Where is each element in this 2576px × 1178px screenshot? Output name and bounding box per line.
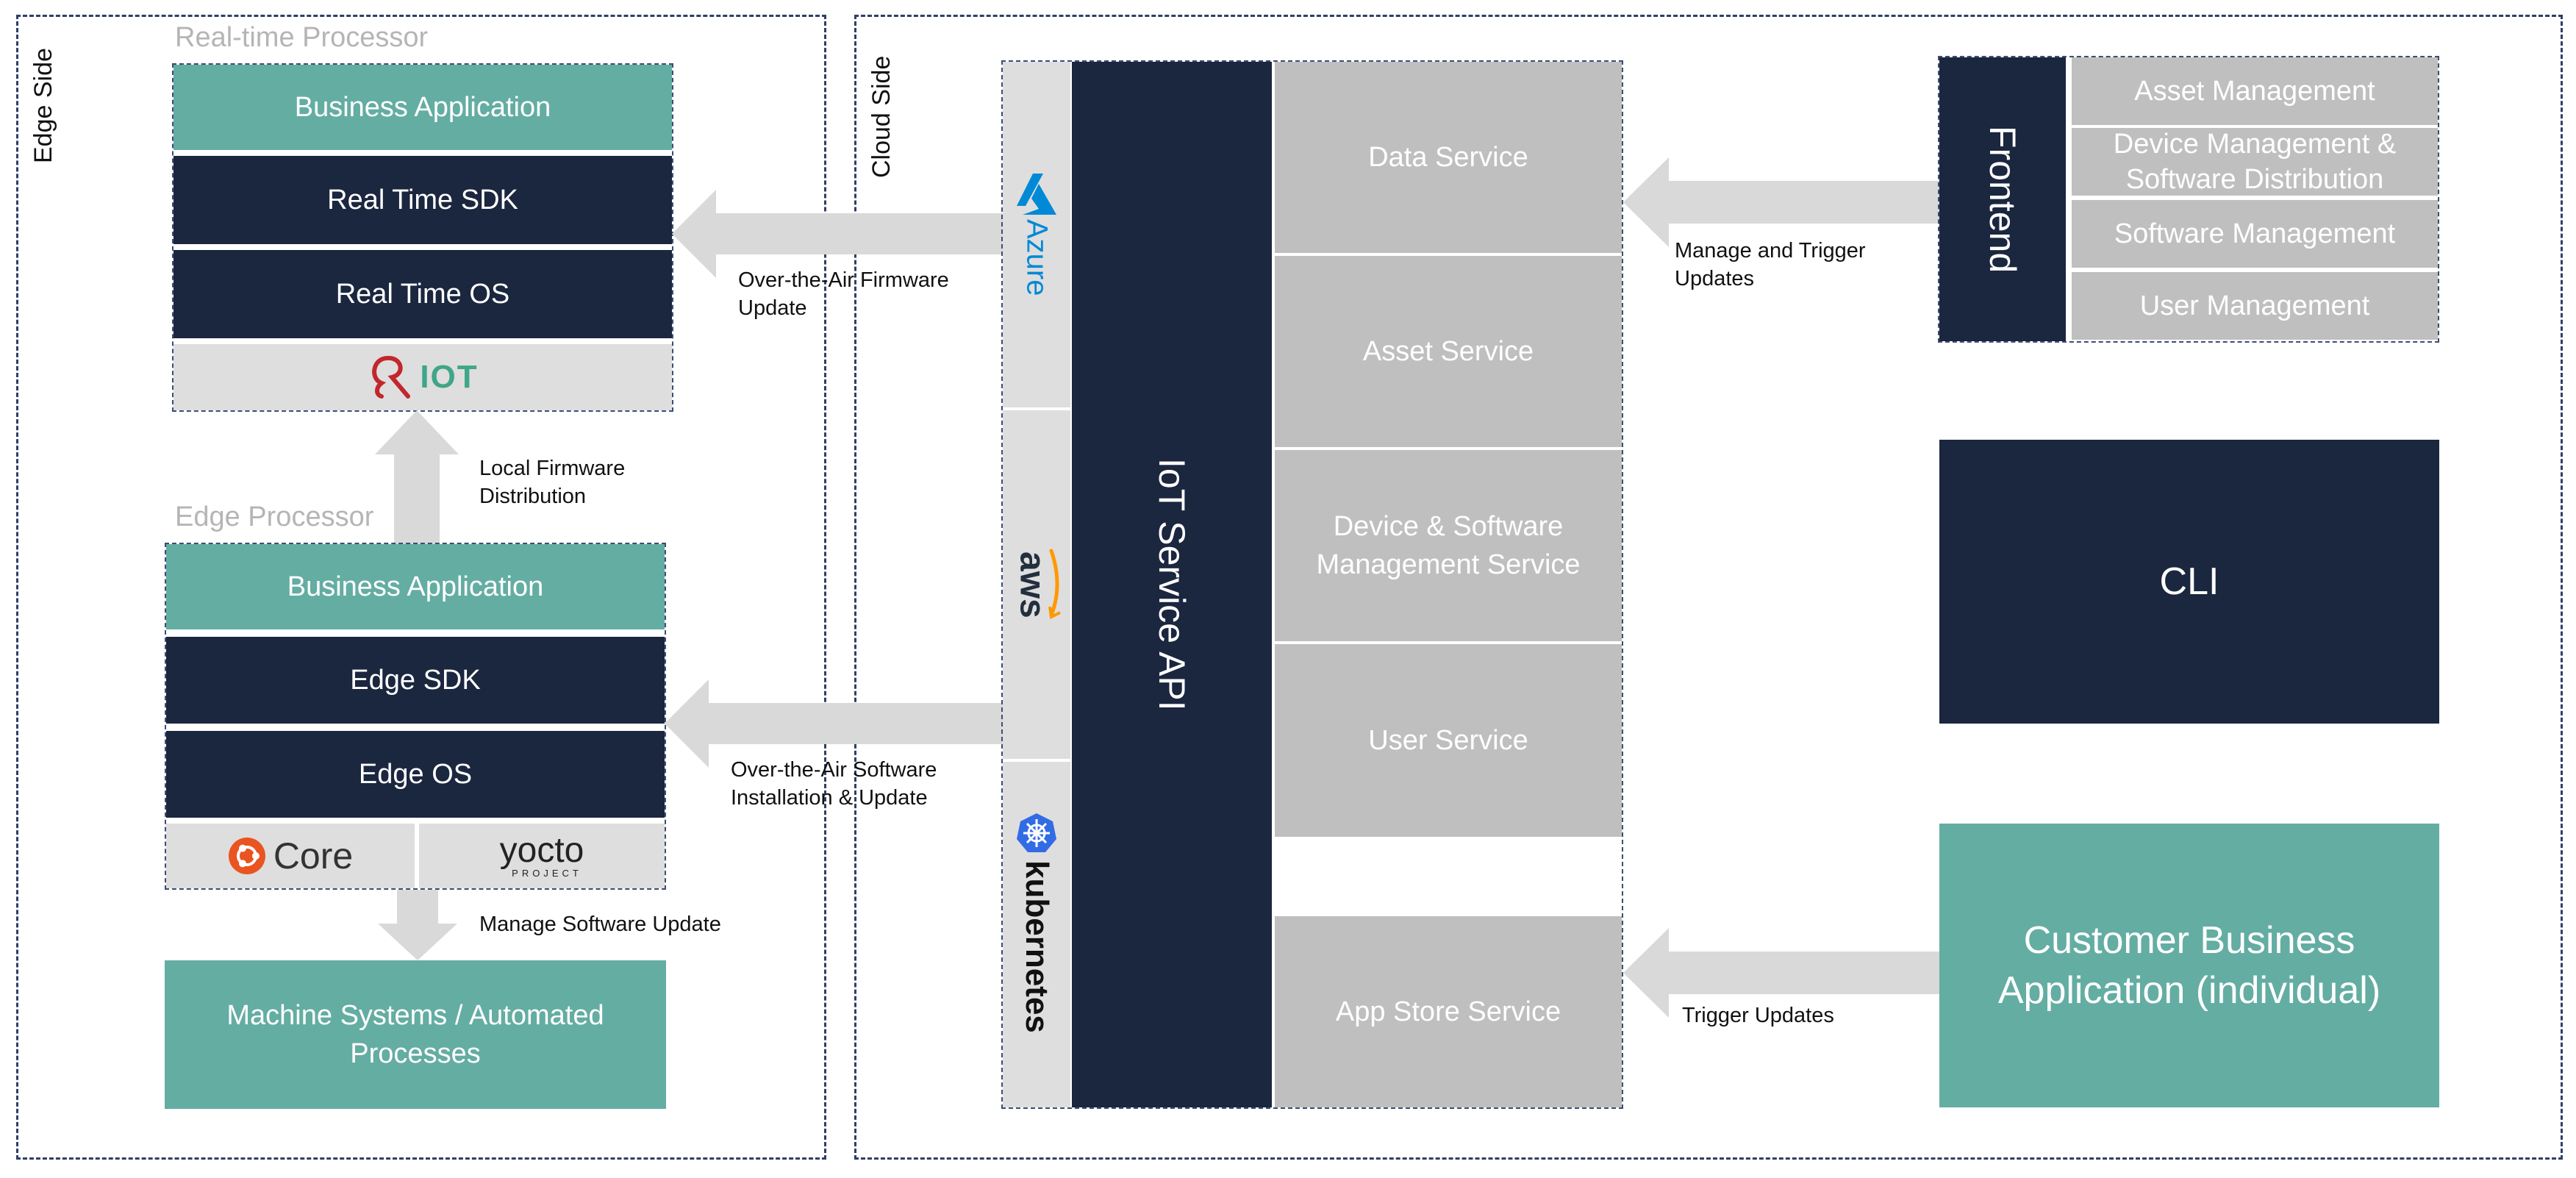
manage-trigger-label: Manage and Trigger Updates [1675, 239, 1866, 290]
yocto-project-logo: yocto PROJECT [419, 824, 665, 888]
realtime-processor-box [172, 63, 673, 412]
customer-business-application: Customer Business Application (individua… [1939, 824, 2439, 1107]
edge-processor-title: Edge Processor [175, 501, 374, 532]
asset-service: Asset Service [1275, 256, 1622, 447]
realtime-business-application: Business Application [173, 65, 672, 150]
cloud-stack-box [1001, 60, 1623, 1109]
yocto-logo-text: yocto [499, 830, 584, 870]
ubuntu-icon [228, 838, 265, 874]
cloud-side-region [854, 15, 2563, 1160]
aws-smile-icon [1048, 549, 1061, 620]
riot-logo-area: IOT [173, 344, 672, 410]
device-software-management-service: Device & Software Management Service [1275, 450, 1622, 641]
ota-software-label: Over-the-Air Software Installation & Upd… [731, 758, 937, 810]
frontend-title-block: Frontend [1939, 57, 2066, 341]
edge-os: Edge OS [166, 731, 665, 818]
trigger-updates-arrow [1623, 928, 1941, 1018]
aws-logo-text: aws [1012, 551, 1052, 618]
frontend-asset-management: Asset Management [2072, 57, 2438, 125]
kubernetes-platform-cell: kubernetes [1003, 762, 1070, 1107]
user-service: User Service [1275, 644, 1622, 837]
ubuntu-core-logo: Core [166, 824, 415, 888]
frontend-software-management: Software Management [2072, 200, 2438, 268]
edge-side-region [16, 15, 826, 1160]
ota-firmware-label: Over-the-Air Firmware Update [738, 268, 949, 320]
core-logo-text: Core [273, 835, 354, 877]
realtime-os: Real Time OS [173, 250, 672, 338]
cli-box: CLI [1939, 440, 2439, 724]
platform-divider-1 [1003, 407, 1070, 410]
local-firmware-arrow [375, 410, 459, 544]
riot-logo-text: IOT [420, 359, 479, 395]
realtime-sdk: Real Time SDK [173, 156, 672, 244]
trigger-updates-label: Trigger Updates [1682, 1004, 1834, 1027]
edge-business-application: Business Application [166, 544, 665, 629]
azure-logo-text: Azure [1020, 218, 1053, 296]
frontend-user-management: User Management [2072, 272, 2438, 340]
riot-logo-icon: IOT [367, 354, 478, 401]
ota-software-arrow [665, 679, 1003, 768]
edge-sdk: Edge SDK [166, 637, 665, 724]
iot-service-api: IoT Service API [1072, 62, 1272, 1107]
manage-software-update-arrow [378, 890, 457, 960]
manage-trigger-arrow [1623, 157, 1941, 247]
platform-divider-2 [1003, 759, 1070, 762]
local-firmware-label: Local Firmware Distribution [479, 457, 626, 508]
cloud-side-label: Cloud Side [867, 55, 895, 178]
data-service: Data Service [1275, 62, 1622, 253]
frontend-box [1938, 56, 2439, 343]
kubernetes-logo-text: kubernetes [1019, 860, 1055, 1033]
machine-systems-box: Machine Systems / Automated Processes [165, 960, 666, 1109]
frontend-device-management: Device Management & Software Distributio… [2072, 128, 2438, 196]
ota-firmware-arrow [672, 190, 1003, 278]
app-store-service: App Store Service [1275, 916, 1622, 1107]
azure-platform-cell: Azure [1003, 62, 1070, 407]
aws-platform-cell: aws [1003, 410, 1070, 759]
edge-side-label: Edge Side [29, 48, 57, 163]
manage-software-update-label: Manage Software Update [479, 913, 721, 936]
edge-processor-box [165, 543, 666, 890]
kubernetes-logo-icon [1017, 813, 1056, 852]
iot-service-api-label: IoT Service API [1151, 458, 1192, 711]
yocto-logo-subtext: PROJECT [512, 867, 582, 879]
realtime-processor-title: Real-time Processor [175, 22, 429, 53]
frontend-title: Frontend [1982, 125, 2023, 274]
azure-logo-icon [1017, 173, 1056, 215]
